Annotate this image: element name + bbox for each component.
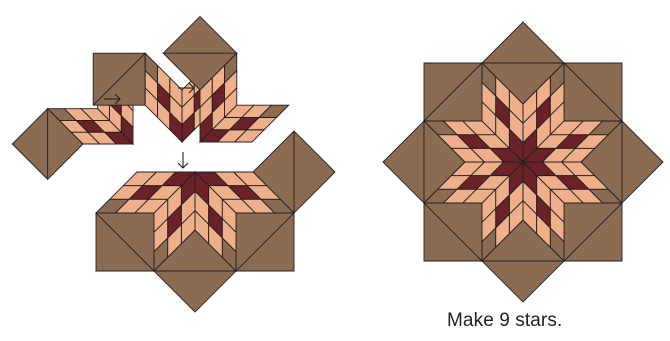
center-point (521, 160, 524, 163)
half-star-unit (96, 131, 335, 312)
instruction-caption: Make 9 stars. (447, 310, 627, 332)
arrow-down-icon (178, 152, 188, 168)
finished-star-block (383, 22, 663, 302)
